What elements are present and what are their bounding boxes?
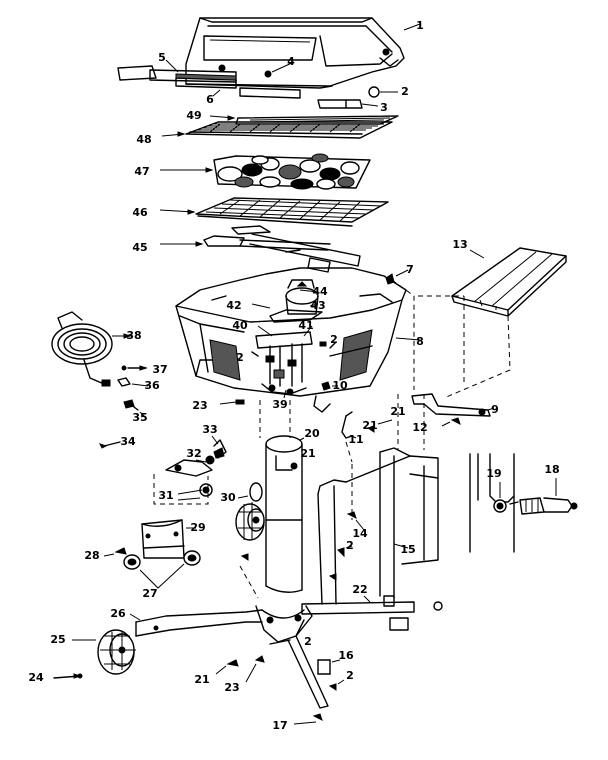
callout-part-10: 10: [332, 379, 348, 392]
callout-part-18: 18: [544, 463, 559, 476]
callout-part-40: 40: [232, 319, 248, 332]
callout-part-36: 36: [144, 379, 160, 392]
valve-assembly-drawing: [251, 325, 337, 399]
callout-part-2-lower: 2: [346, 539, 354, 552]
callout-part-30: 30: [220, 491, 236, 504]
callout-part-29: 29: [190, 521, 205, 534]
screws-lower-drawing: [240, 511, 365, 581]
mid-screws-drawing: [219, 399, 461, 433]
callout-part-31: 31: [158, 489, 173, 502]
bottom-screws-drawing: [215, 655, 345, 691]
control-knob-bracket-drawing: [153, 435, 227, 505]
air-shutter-drawing: [251, 279, 323, 323]
callout-part-43: 43: [310, 299, 325, 312]
shelf-bracket-drawing: [411, 393, 495, 417]
callout-part-15: 15: [400, 543, 415, 556]
callout-part-28: 28: [84, 549, 99, 562]
callout-part-37: 37: [152, 363, 167, 376]
firebox-drawing: [175, 267, 421, 413]
callout-part-34: 34: [120, 435, 136, 448]
grill-lid-drawing: [185, 17, 421, 89]
foot-cap-drawing: [317, 659, 341, 675]
lava-rocks-drawing: [160, 153, 371, 190]
cross-brace-drawing: [301, 595, 443, 631]
callout-part-9: 9: [491, 403, 499, 416]
callout-part-20: 20: [304, 427, 320, 440]
cooking-grate-drawing: [161, 121, 393, 139]
callout-part-22: 22: [352, 583, 367, 596]
callout-part-2-top: 2: [401, 85, 409, 98]
right-leg-drawing: [269, 605, 329, 725]
callout-part-17: 17: [272, 719, 287, 732]
callout-part-42: 42: [226, 299, 241, 312]
callout-part-44: 44: [312, 285, 328, 298]
wheel-30-drawing: [235, 482, 265, 541]
callout-part-35: 35: [132, 411, 147, 424]
callout-part-39: 39: [272, 398, 287, 411]
left-leg-drawing: [129, 605, 305, 643]
bracket-10-drawing: [321, 381, 338, 391]
callout-part-5: 5: [158, 51, 166, 64]
callout-part-21-bottom: 21: [194, 673, 209, 686]
callout-part-26: 26: [110, 607, 126, 620]
support-post-drawing: [265, 435, 305, 593]
callout-part-23-bottom: 23: [224, 681, 239, 694]
callout-part-4: 4: [287, 55, 295, 68]
lid-fasteners-drawing: [317, 86, 398, 109]
part-11-drawing: [341, 411, 357, 439]
caps-27-28-drawing: [103, 547, 201, 589]
callout-part-49: 49: [186, 109, 201, 122]
wheel-25-drawing: [72, 629, 136, 675]
callout-part-46: 46: [132, 206, 148, 219]
callout-part-19: 19: [486, 467, 501, 480]
callout-part-21-mid: 21: [362, 419, 377, 432]
callout-part-47: 47: [134, 165, 149, 178]
rock-grate-drawing: [159, 197, 389, 227]
callout-part-23-mid: 23: [192, 399, 207, 412]
warming-rack-drawing: [209, 115, 399, 125]
callout-part-7: 7: [406, 263, 414, 276]
hose-regulator-drawing: [51, 311, 132, 387]
small-fasteners-drawing: [99, 365, 149, 449]
callout-part-2-bottom-center: 2: [304, 635, 312, 648]
callout-part-24: 24: [28, 671, 44, 684]
lid-handle-drawing: [117, 59, 301, 99]
callout-part-32: 32: [186, 447, 201, 460]
side-shelf-drawing: [451, 247, 567, 317]
callout-part-2-mid-right: 2: [330, 333, 338, 346]
callout-part-14: 14: [352, 527, 368, 540]
callout-part-21-center: 21: [300, 447, 315, 460]
cart-frame-drawing: [317, 394, 439, 605]
callout-part-1: 1: [416, 19, 424, 32]
burner-drawing: [160, 225, 361, 273]
callout-part-21-right: 21: [390, 405, 405, 418]
bolt-24-drawing: [53, 673, 83, 679]
screw-7-drawing: [385, 269, 409, 285]
callout-part-41: 41: [298, 319, 313, 332]
callout-part-16: 16: [338, 649, 354, 662]
callout-part-27: 27: [142, 587, 157, 600]
callout-part-8: 8: [416, 335, 424, 348]
callout-part-2-mid-left: 2: [236, 351, 244, 364]
callout-part-13: 13: [452, 238, 467, 251]
callout-part-6: 6: [206, 93, 214, 106]
callout-part-33: 33: [202, 423, 217, 436]
callout-part-25: 25: [50, 633, 65, 646]
callout-part-3: 3: [380, 101, 388, 114]
callout-part-12: 12: [412, 421, 427, 434]
callout-part-38: 38: [126, 329, 141, 342]
callout-part-45: 45: [132, 241, 147, 254]
detail-18-19-drawing: [469, 453, 578, 553]
alignment-lines-drawing: [239, 279, 511, 599]
callout-part-48: 48: [136, 133, 151, 146]
callout-part-2-bottom-right: 2: [346, 669, 354, 682]
callout-part-11: 11: [348, 433, 363, 446]
